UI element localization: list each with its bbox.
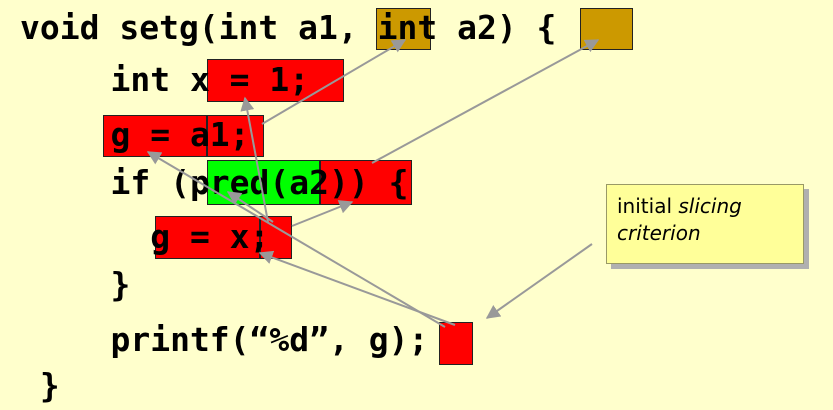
arrow-x-to-a2 xyxy=(291,200,354,227)
line-g-assign-a1: g = a1; xyxy=(31,115,250,154)
arrow-a2-to-param-a2 xyxy=(371,39,600,164)
stmt-int-x-highlight xyxy=(207,59,344,102)
callout-text-initial: initial xyxy=(617,194,679,218)
arrow-g-to-g-assign-x xyxy=(258,250,456,326)
arrow-g-to-g-assign-a1 xyxy=(146,151,446,328)
stmt-g-x-lhs-highlight xyxy=(155,216,260,259)
arrow-criterion-to-g xyxy=(485,243,593,319)
callout-text-criterion: criterion xyxy=(617,221,701,245)
slicing-criterion-callout: initial slicing criterion xyxy=(606,184,804,264)
line-if-pred: if (pred(a2)) { xyxy=(31,163,409,202)
predicate-arg-highlight xyxy=(320,160,412,205)
line-g-assign-x: g = x; xyxy=(31,217,270,256)
arrow-gx-to-pred xyxy=(226,191,274,223)
line-function-signature: void setg(int a1, int a2) { xyxy=(20,8,557,47)
line-printf: printf(“%d”, g); xyxy=(31,320,429,359)
line-int-x: int x = 1; xyxy=(31,60,310,99)
criterion-g-highlight xyxy=(439,322,473,365)
line-close-function: } xyxy=(20,366,60,405)
callout-text-slicing: slicing xyxy=(678,194,742,218)
stmt-g-lhs-highlight xyxy=(103,115,207,157)
arrow-a1-to-param-a1 xyxy=(261,39,407,125)
line-close-if: } xyxy=(31,265,131,304)
arrow-gx-to-int-x xyxy=(240,96,269,223)
